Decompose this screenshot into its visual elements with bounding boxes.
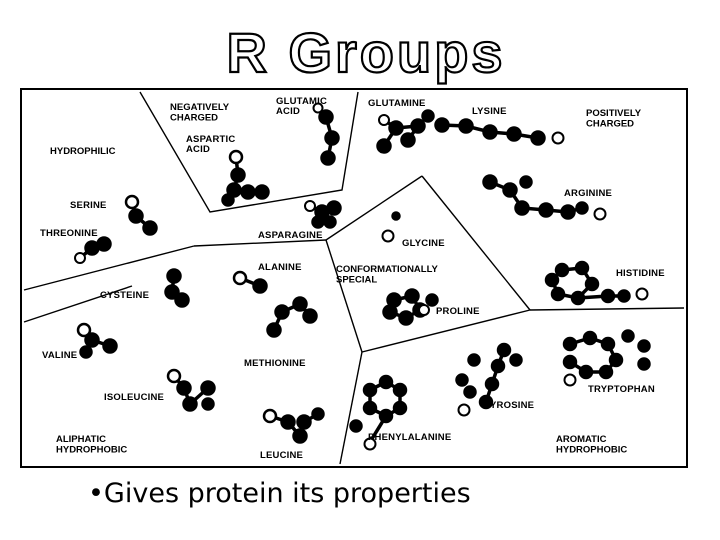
molecule-serine: [124, 194, 158, 236]
boundary-negative-left: [139, 91, 359, 213]
molecule-glutamine: [376, 109, 435, 154]
boundary-center-vertical: [325, 239, 363, 353]
boundary-positive-lower: [529, 307, 685, 311]
bullet-point: •Gives protein its properties: [88, 478, 471, 509]
label-histidine: HISTIDINE: [616, 268, 665, 279]
boundary-hydrophilic-lower: [23, 245, 195, 291]
slide-title-text: R Groups: [226, 22, 505, 84]
molecule-cysteine: [164, 268, 190, 308]
molecule-alanine: [232, 270, 268, 294]
boundary-aromatic-upper: [361, 309, 531, 353]
boundary-mid-horizontal: [193, 239, 327, 247]
molecule-structures: [74, 102, 651, 451]
molecule-tyrosine: [455, 342, 523, 417]
label-phenylalanine: PHENYLALANINE: [368, 432, 451, 443]
label-tyrosine: TYROSINE: [484, 400, 534, 411]
boundary-aromatic-lower: [339, 351, 363, 465]
molecule-glutamic-acid: [312, 102, 340, 166]
molecule-methionine: [266, 296, 318, 338]
molecule-threonine: [74, 236, 112, 264]
molecule-leucine: [262, 407, 325, 444]
label-arginine: ARGININE: [564, 188, 612, 199]
label-isoleucine: ISOLEUCINE: [104, 392, 164, 403]
boundary-positive-diagonal: [421, 175, 531, 311]
label-threonine: THREONINE: [40, 228, 98, 239]
molecule-aspartic-acid: [221, 149, 270, 207]
region-boundaries: [23, 91, 685, 465]
molecule-glycine: [381, 211, 401, 243]
molecule-tryptophan: [562, 329, 651, 387]
label-valine: VALINE: [42, 350, 77, 361]
label-cysteine: CYSTEINE: [100, 290, 149, 301]
label-tryptophan: TRYPTOPHAN: [588, 384, 655, 395]
molecule-asparagine: [304, 200, 342, 229]
label-serine: SERINE: [70, 200, 107, 211]
molecule-isoleucine: [166, 368, 216, 412]
molecule-valine: [76, 322, 118, 359]
label-asparagine: ASPARAGINE: [258, 230, 323, 241]
region-label-hydrophilic: HYDROPHILIC: [50, 146, 116, 157]
boundary-center-right: [325, 175, 423, 241]
molecule-arginine: [482, 174, 607, 221]
label-proline: PROLINE: [436, 306, 480, 317]
molecule-lysine: [434, 117, 565, 146]
label-glycine: GLYCINE: [402, 238, 445, 249]
molecule-histidine: [544, 260, 649, 306]
label-leucine: LEUCINE: [260, 450, 303, 461]
label-alanine: ALANINE: [258, 262, 302, 273]
boundary-aliphatic-upper: [23, 285, 133, 323]
molecule-phenylalanine: [349, 374, 408, 451]
label-lysine: LYSINE: [472, 106, 507, 117]
label-methionine: METHIONINE: [244, 358, 306, 369]
label-glutamine: GLUTAMINE: [368, 98, 426, 109]
slide-title: R Groups: [225, 22, 505, 85]
molecule-proline: [382, 288, 439, 326]
